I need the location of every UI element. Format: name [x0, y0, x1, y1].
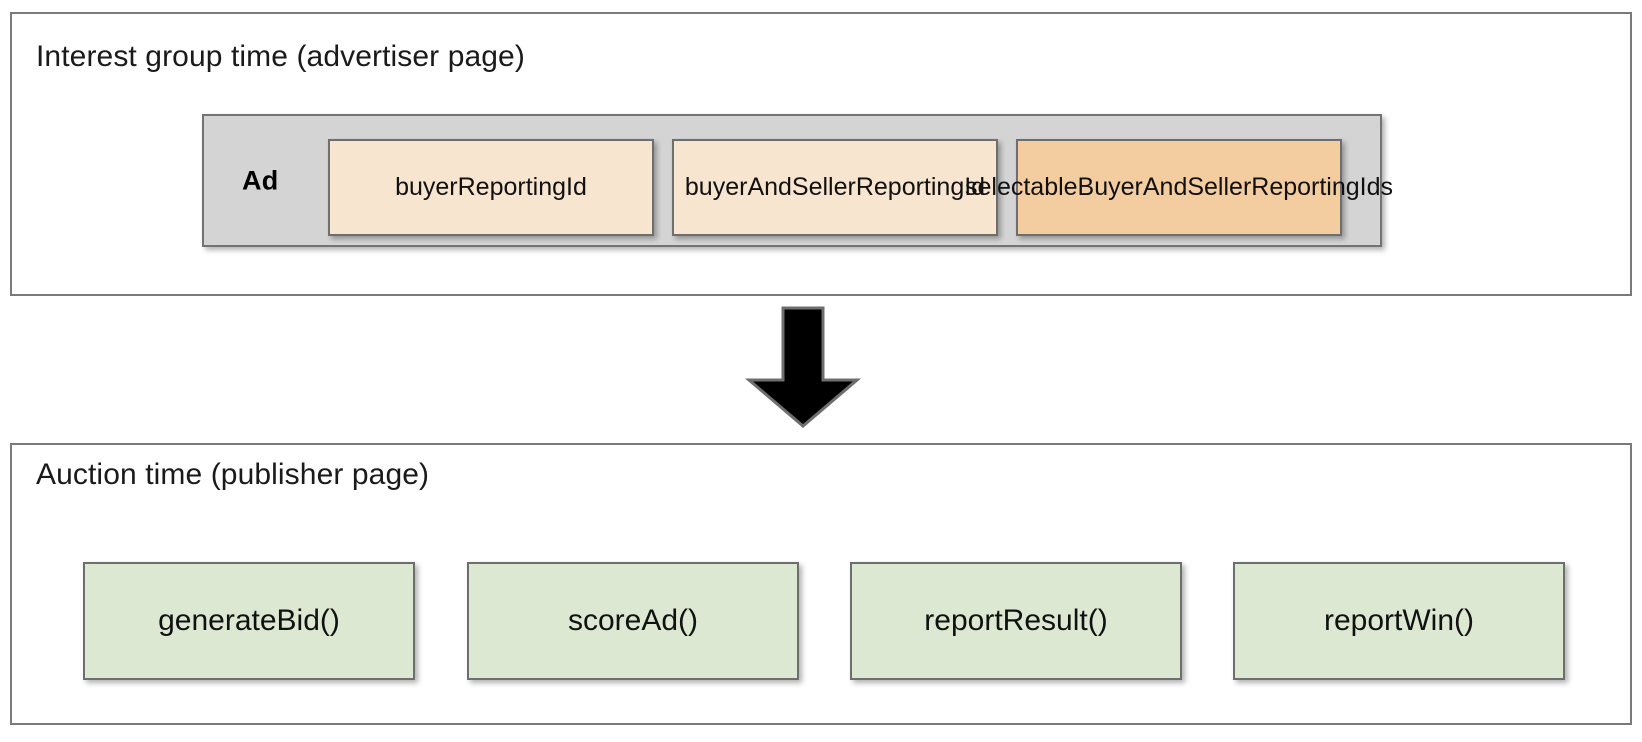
ad-container: Ad buyerReportingId buyerAndSellerReport…	[202, 114, 1393, 247]
function-label: scoreAd()	[567, 604, 699, 637]
reporting-id-label: selectableBuyerAndSellerReportingIds	[964, 173, 1394, 201]
function-box-score-ad[interactable]: scoreAd()	[467, 562, 799, 680]
function-label: reportResult()	[924, 604, 1108, 637]
advertiser-panel-title: Interest group time (advertiser page)	[36, 40, 525, 73]
function-box-report-result[interactable]: reportResult()	[850, 562, 1182, 680]
arrow-down-icon	[744, 306, 862, 428]
ad-label: Ad	[242, 165, 279, 195]
function-label: reportWin()	[1323, 604, 1474, 637]
reporting-id-box-selectable-buyer-and-seller-reporting-ids[interactable]: selectableBuyerAndSellerReportingIds	[965, 139, 1393, 236]
function-label: generateBid()	[158, 604, 340, 637]
reporting-id-label: buyerReportingId	[395, 173, 587, 201]
reporting-id-label: buyerAndSellerReportingId	[684, 173, 986, 201]
function-box-report-win[interactable]: reportWin()	[1233, 562, 1565, 680]
function-box-generate-bid[interactable]: generateBid()	[83, 562, 415, 680]
publisher-panel: Auction time (publisher page) generateBi…	[10, 443, 1632, 725]
reporting-id-box-buyer-and-seller-reporting-id[interactable]: buyerAndSellerReportingId	[672, 139, 998, 236]
publisher-panel-title: Auction time (publisher page)	[36, 458, 430, 491]
reporting-id-box-buyer-reporting-id[interactable]: buyerReportingId	[328, 139, 654, 236]
advertiser-panel: Interest group time (advertiser page) Ad…	[10, 12, 1632, 296]
